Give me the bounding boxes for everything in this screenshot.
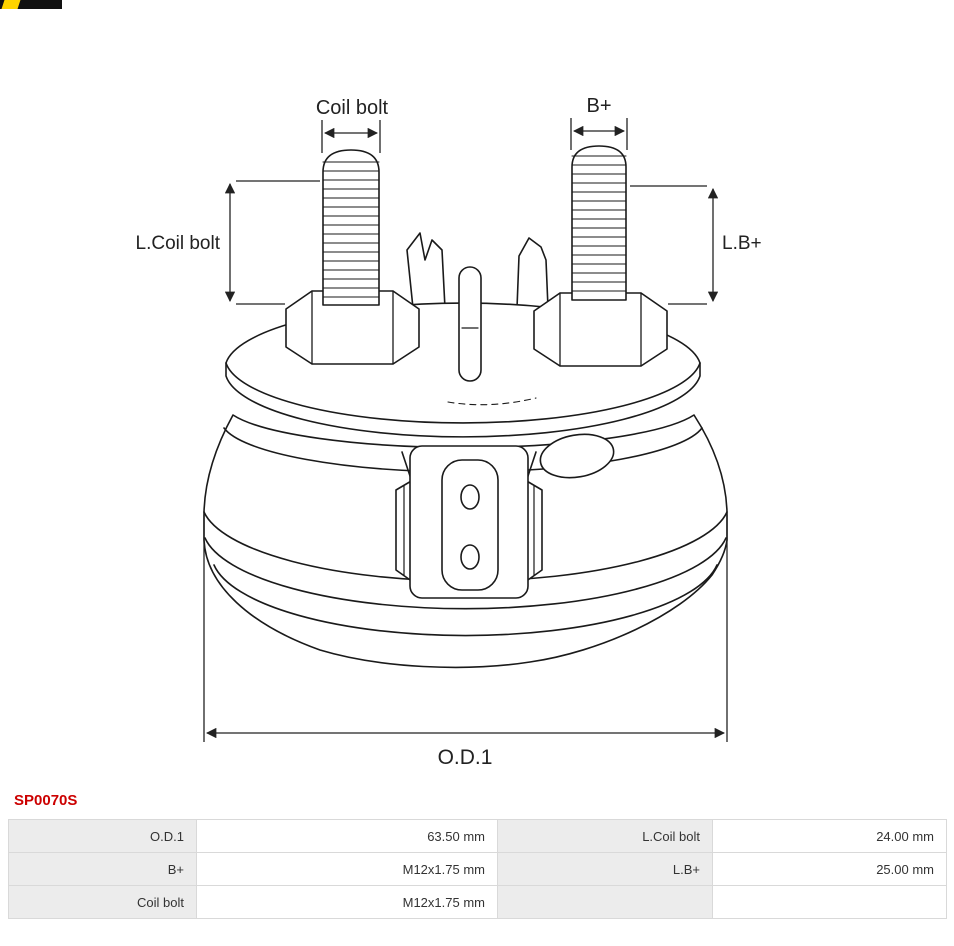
spec-value: 25.00 mm <box>712 852 947 886</box>
l-coil-bolt-label: L.Coil bolt <box>136 233 221 254</box>
base-groove-2 <box>204 537 727 610</box>
spec-value: M12x1.75 mm <box>196 852 498 886</box>
spec-label: Coil bolt <box>8 885 197 919</box>
spec-value: M12x1.75 mm <box>196 885 498 919</box>
brand-logo <box>0 0 62 9</box>
left-tab <box>406 232 446 309</box>
center-terminal-slot <box>458 266 482 382</box>
base-groove-3 <box>213 564 718 637</box>
hidden-edge-dashed <box>447 397 537 406</box>
center-bracket-inner <box>441 459 499 591</box>
dim-l-b-plus <box>630 185 719 305</box>
technical-drawing: Coil bolt B+ L.Coil bolt L.B+ O.D.1 <box>136 95 762 769</box>
oval-hole <box>539 433 615 479</box>
part-diagram: Coil bolt B+ L.Coil bolt L.B+ O.D.1 <box>136 95 762 769</box>
bracket-hole-bottom <box>460 544 480 570</box>
b-plus-stud <box>571 145 627 301</box>
b-plus-label: B+ <box>586 95 611 117</box>
spec-label <box>497 885 713 919</box>
dim-od1 <box>203 515 728 742</box>
dim-b-plus <box>570 118 628 150</box>
l-b-plus-label: L.B+ <box>722 233 762 254</box>
top-plate-front-edge <box>225 362 701 424</box>
spec-label: L.Coil bolt <box>497 819 713 853</box>
spec-value: 24.00 mm <box>712 819 947 853</box>
right-tab <box>516 237 549 309</box>
coil-bolt-label: Coil bolt <box>316 97 389 119</box>
specs-table: O.D.1 63.50 mm L.Coil bolt 24.00 mm B+ M… <box>8 819 947 919</box>
brand-logo-accent <box>1 0 21 9</box>
solenoid-cap-body <box>203 145 728 669</box>
bracket-hole-top <box>460 484 480 510</box>
spec-value: 63.50 mm <box>196 819 498 853</box>
spec-label: O.D.1 <box>8 819 197 853</box>
part-number: SP0070S <box>14 792 78 809</box>
spec-label: B+ <box>8 852 197 886</box>
dimension-annotations <box>203 118 728 742</box>
spec-label: L.B+ <box>497 852 713 886</box>
dim-l-coil-bolt <box>224 180 320 305</box>
od1-label: O.D.1 <box>438 746 493 769</box>
b-plus-threads <box>571 155 627 292</box>
dim-coil-bolt <box>321 120 381 153</box>
table-row: O.D.1 63.50 mm L.Coil bolt 24.00 mm <box>8 819 947 853</box>
table-row: Coil bolt M12x1.75 mm <box>8 885 947 919</box>
b-plus-nut <box>533 292 668 367</box>
table-row: B+ M12x1.75 mm L.B+ 25.00 mm <box>8 852 947 886</box>
spec-value <box>712 885 947 919</box>
coil-bolt-threads <box>322 161 380 298</box>
coil-bolt-stud <box>322 149 380 306</box>
